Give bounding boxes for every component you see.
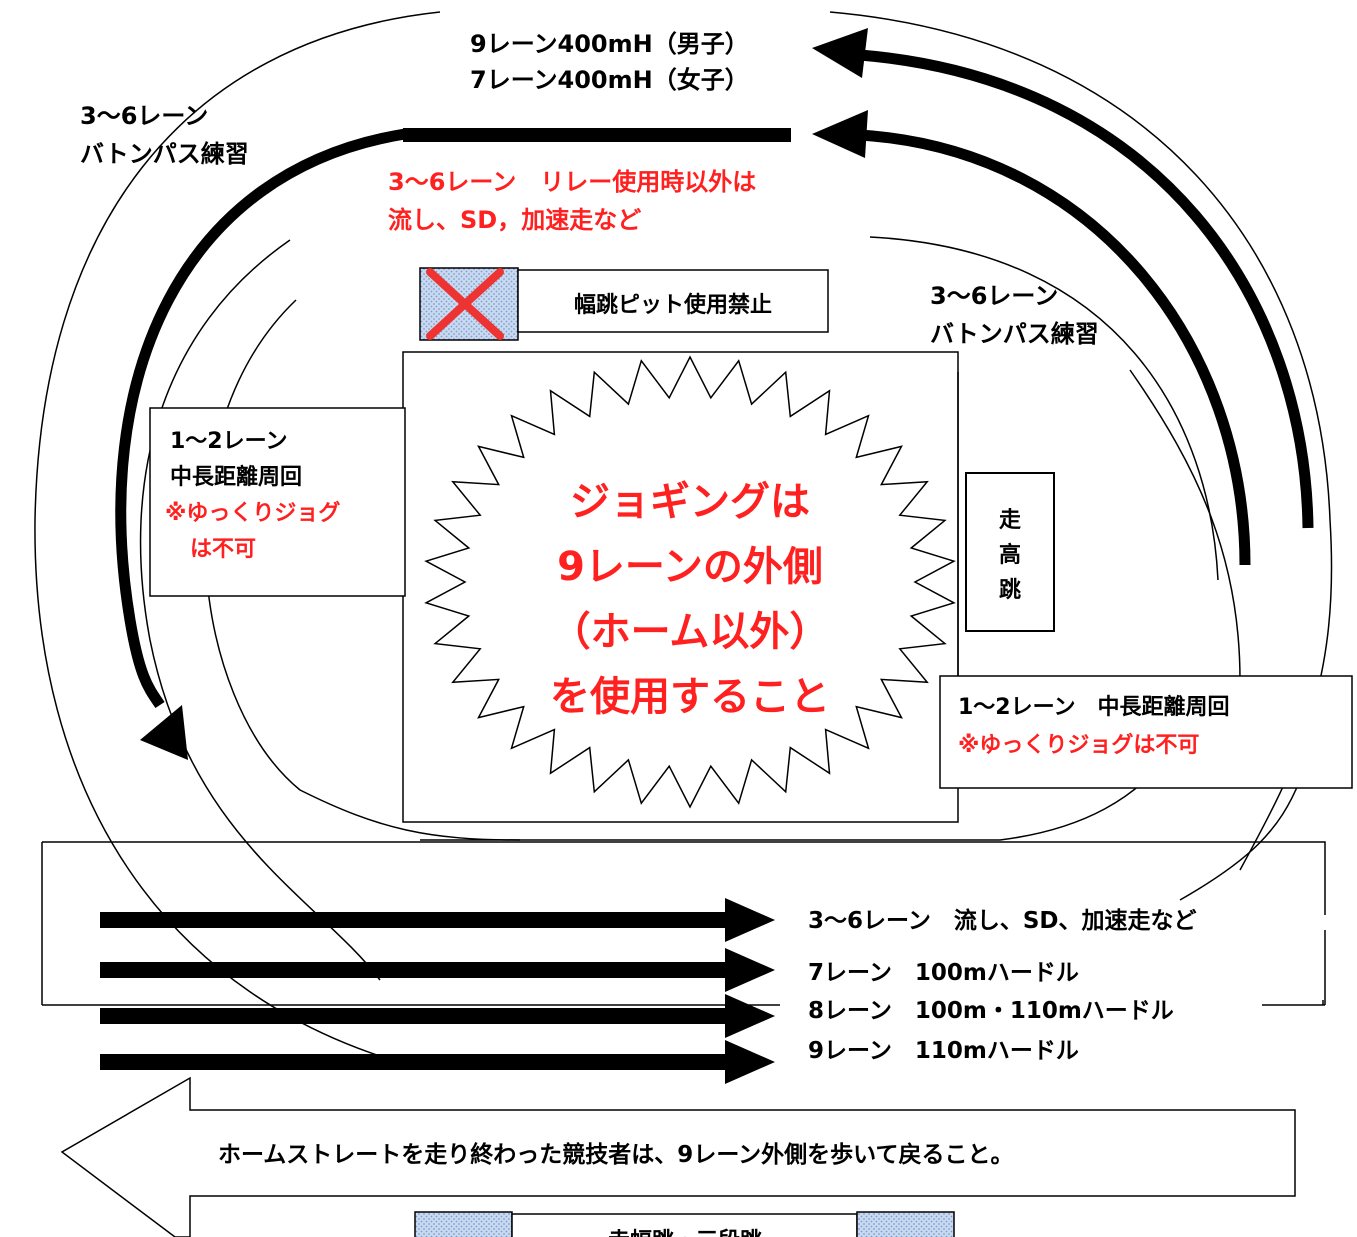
straight-arrow-2-head [725, 948, 775, 992]
right-box-line-2: ※ゆっくりジョグは不可 [958, 732, 1199, 758]
right-inner-arrow-head [812, 110, 868, 158]
left-curved-arrow-head [140, 705, 188, 760]
home-straight-box [41, 841, 1326, 1006]
bottom-pit-label: 走幅跳・三段跳 [608, 1228, 762, 1237]
straight-label-2: 7レーン 100mハードル [808, 960, 1079, 986]
bottom-pit-sand-left [414, 1211, 513, 1237]
center-line-4: を使用すること [550, 674, 830, 720]
relay-note-line-1: 3～6レーン リレー使用時以外は [388, 168, 756, 196]
center-line-2: 9レーンの外側 [557, 544, 823, 590]
straight-arrows [100, 898, 775, 1084]
left-batonpass-line-1: 3～6レーン [80, 102, 208, 130]
middle-track-curve-left [139, 239, 381, 981]
high-jump-box [965, 472, 1055, 632]
top-relay-bar [403, 128, 791, 142]
left-box-line-2: 中長距離周回 [170, 464, 302, 490]
straight-label-1: 3～6レーン 流し、SD、加速走など [808, 907, 1197, 934]
left-curved-arrow [115, 128, 406, 709]
straight-arrow-3-head [725, 994, 775, 1038]
straight-arrow-4 [100, 1054, 732, 1070]
starburst [424, 355, 956, 809]
straight-arrow-1 [100, 912, 732, 928]
straight-arrow-2 [100, 962, 732, 978]
right-inner-curved-arrow [859, 129, 1251, 566]
high-jump-char-1: 走 [999, 508, 1021, 533]
outer-track-curve [34, 11, 441, 1069]
high-jump-char-3: 跳 [999, 577, 1021, 603]
left-info-box [149, 407, 406, 597]
center-line-3: （ホーム以外） [551, 609, 830, 655]
track-curve-right-mid [1129, 369, 1241, 681]
straight-arrow-1-head [725, 898, 775, 942]
top-lane9-label: 9レーン400mH（男子） [470, 30, 749, 58]
high-jump-char-2: 高 [999, 542, 1021, 568]
track-curve-right-lower [1179, 779, 1301, 901]
straight-label-3: 8レーン 100m・110mハードル [808, 998, 1174, 1024]
right-info-box [939, 675, 1353, 789]
prohibited-x-icon-2 [426, 268, 504, 340]
left-batonpass-line-2: バトンパス練習 [80, 140, 249, 168]
straight-label-4: 9レーン 110mハードル [808, 1038, 1079, 1064]
center-line-1: ジョギングは [570, 479, 810, 525]
long-jump-pit-label-box [517, 269, 829, 333]
relay-note-line-2: 流し、SD，加速走など [388, 206, 641, 234]
bottom-pit-sand-right [856, 1211, 955, 1237]
top-lane7-label: 7レーン400mH（女子） [470, 66, 749, 94]
straight-arrow-4-head [725, 1040, 775, 1084]
right-box-line-1: 1～2レーン 中長距離周回 [958, 694, 1230, 720]
right-batonpass-line-1: 3～6レーン [930, 282, 1058, 310]
right-batonpass-line-2: バトンパス練習 [930, 320, 1099, 348]
return-arrow [60, 1076, 1296, 1237]
right-outer-arrow-head [812, 28, 868, 78]
right-outer-curved-arrow [859, 49, 1314, 529]
left-box-line-1: 1～2レーン [170, 429, 288, 454]
straight-arrow-3 [100, 1008, 732, 1024]
long-jump-pit-label: 幅跳ピット使用禁止 [574, 292, 772, 318]
left-box-line-3: ※ゆっくりジョグ [165, 500, 340, 526]
return-note: ホームストレートを走り終わった競技者は、9レーン外側を歩いて戻ること。 [218, 1141, 1013, 1168]
left-box-line-4: は不可 [190, 537, 256, 562]
